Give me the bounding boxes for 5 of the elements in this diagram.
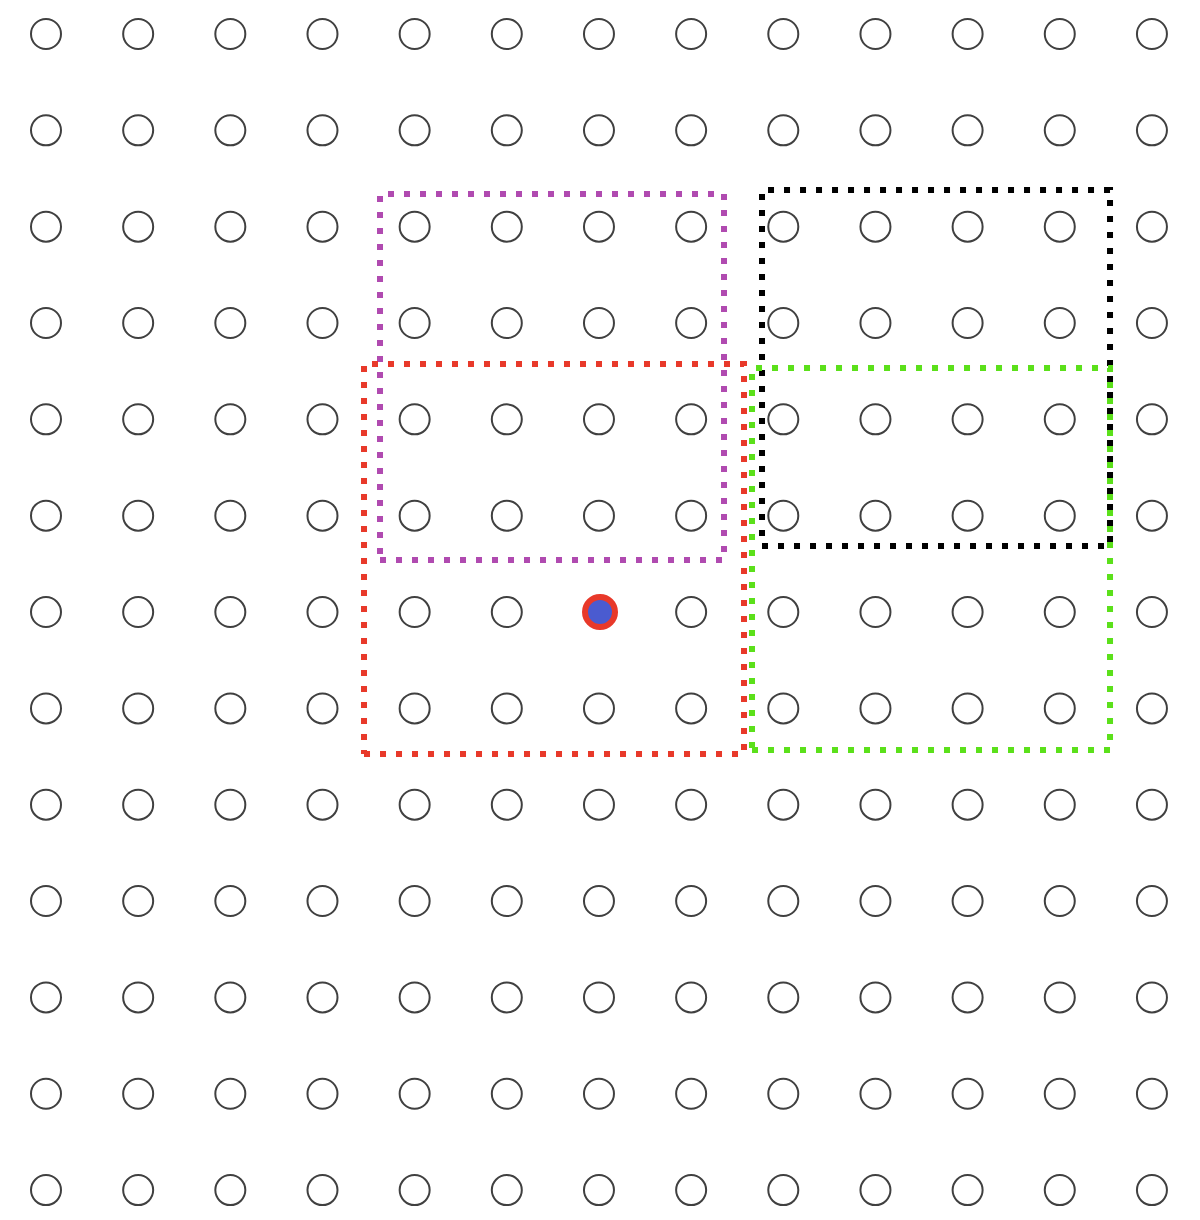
highlighted-dot bbox=[582, 594, 618, 630]
dotted-box bbox=[377, 191, 727, 563]
dotted-box bbox=[759, 187, 1113, 549]
dotted-box bbox=[361, 361, 747, 757]
dotted-box bbox=[749, 365, 1113, 753]
